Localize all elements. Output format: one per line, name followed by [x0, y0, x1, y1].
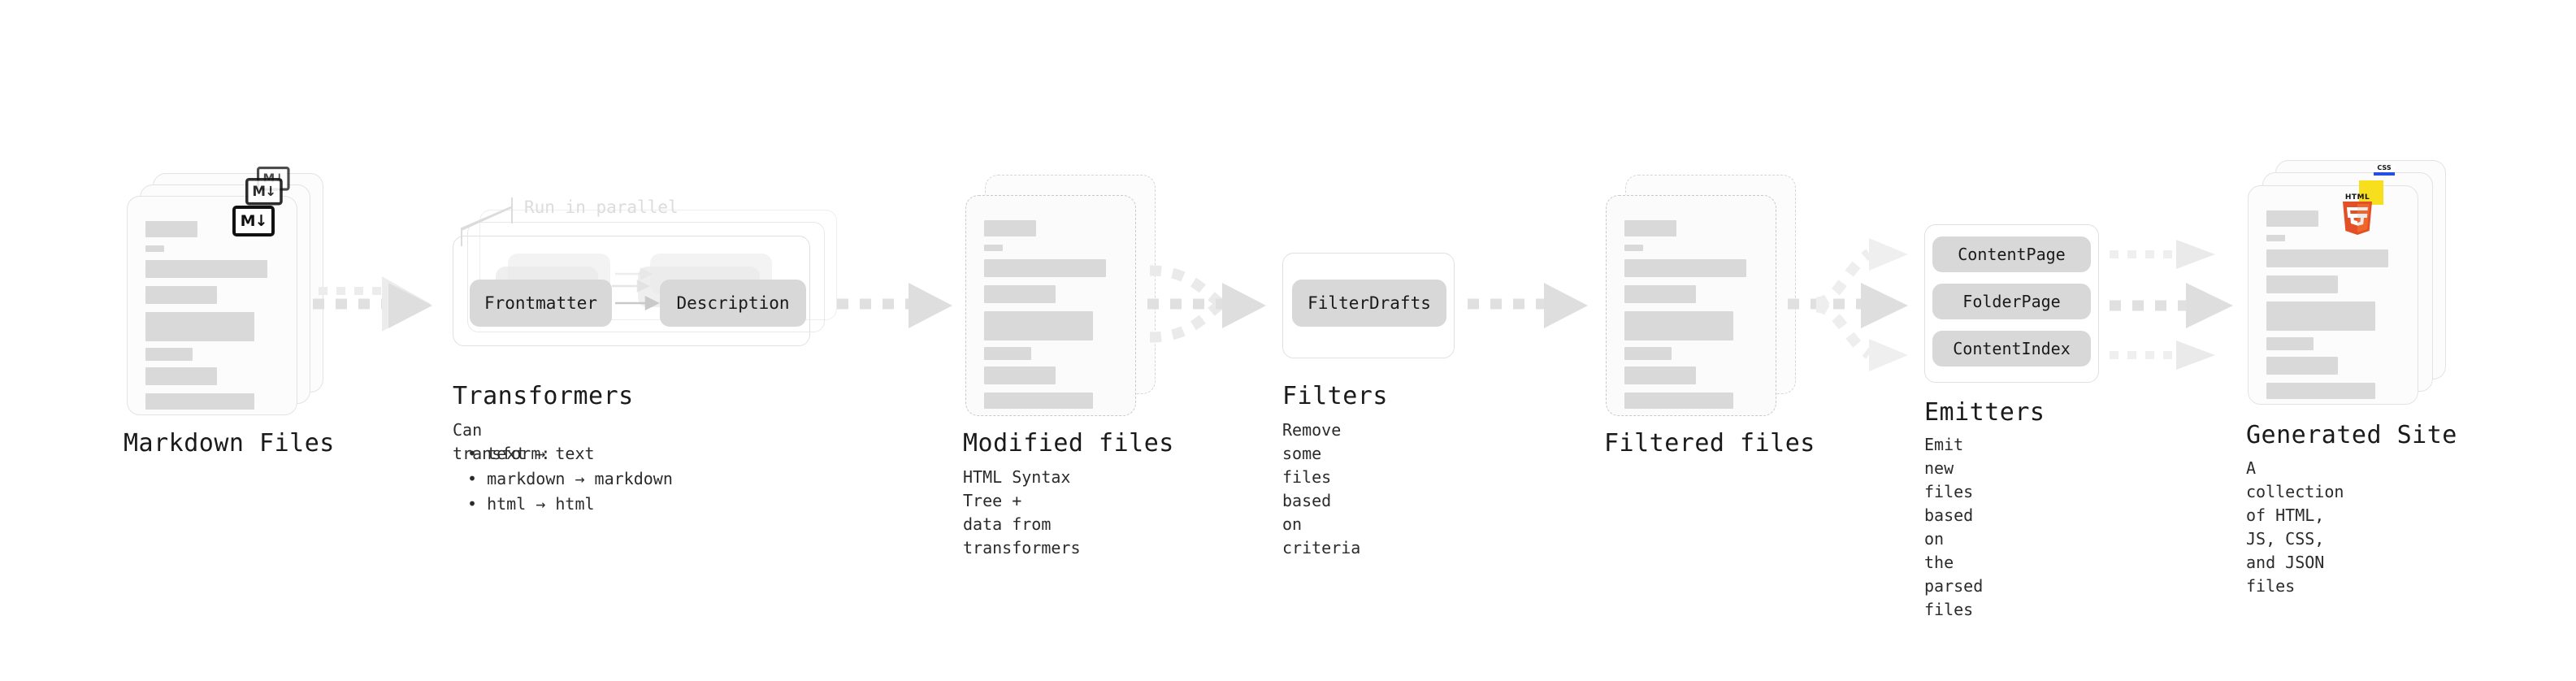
transformer-box-back — [479, 210, 837, 320]
generated-card-front — [2248, 185, 2418, 405]
css3-icon: CSS — [2374, 165, 2395, 176]
conn-filtered-to-emitters — [1788, 238, 1908, 371]
transformers-bullet-list: • text → text • markdown → markdown • ht… — [453, 441, 673, 517]
stage-generated-site: CSS HTML — [0, 0, 2457, 596]
skeleton-line — [2266, 275, 2338, 293]
skeleton-line — [2266, 235, 2285, 241]
markdown-icon: M↓ — [245, 178, 283, 206]
skeleton-line — [984, 311, 1093, 340]
transformers-bullet-item: • html → html — [467, 494, 595, 514]
javascript-icon — [2359, 180, 2383, 205]
skeleton-line — [2266, 210, 2318, 227]
skeleton-line — [145, 245, 164, 252]
stage-desc-transformers: Can transform: — [453, 420, 551, 463]
stage-desc-emitters: Emit new files based on the parsed files — [1924, 435, 1984, 619]
transformer-box-middle — [467, 222, 825, 332]
conn-filters-to-filtered — [1468, 283, 1588, 328]
stage-label-generated-site: Generated Site — [2246, 421, 2457, 449]
markdown-icon: M↓ — [232, 206, 275, 236]
skeleton-line — [1624, 285, 1696, 303]
stage-desc-modified-files: HTML Syntax Tree + data from transformer… — [963, 467, 1081, 557]
skeleton-line — [145, 221, 197, 237]
stage-desc-generated-site: A collection of HTML, JS, CSS, and JSON … — [2246, 458, 2344, 596]
skeleton-line — [145, 393, 254, 410]
html5-icon: HTML — [2340, 193, 2375, 236]
skeleton-line — [984, 347, 1031, 360]
skeleton-line — [145, 348, 193, 361]
modified-card-front — [965, 195, 1136, 416]
transformers-bullet-item: • markdown → markdown — [467, 469, 673, 488]
transformer-box-front — [453, 236, 810, 346]
stage-label-filtered-files: Filtered files — [1604, 429, 1815, 458]
emitters-pill-contentindex[interactable]: ContentIndex — [1932, 331, 2091, 367]
skeleton-line — [984, 220, 1036, 236]
markdown-card-front — [127, 196, 297, 415]
stage-label-transformers: Transformers — [453, 382, 634, 410]
skeleton-line — [1624, 347, 1672, 360]
skeleton-line — [2266, 383, 2375, 399]
skeleton-line — [2266, 357, 2338, 375]
stage-label-emitters: Emitters — [1924, 398, 2045, 427]
skeleton-line — [984, 367, 1056, 384]
stage-desc-filters: Remove some files based on criteria — [1282, 420, 1361, 557]
html5-icon-label: HTML — [2344, 193, 2370, 202]
skeleton-line — [1624, 367, 1696, 384]
conn-emitters-to-site — [2110, 240, 2233, 370]
stage-label-modified-files: Modified files — [963, 429, 1174, 458]
filters-box — [1282, 253, 1455, 358]
filtered-card-front — [1606, 195, 1776, 416]
transformers-bullet-item: • text → text — [467, 444, 595, 463]
generated-card-stack: CSS HTML — [0, 0, 2446, 405]
skeleton-line — [984, 285, 1056, 303]
css3-icon-bar — [2374, 172, 2395, 176]
emitters-pill-folderpage[interactable]: FolderPage — [1932, 284, 2091, 319]
html5-icon-shield — [2340, 202, 2375, 236]
skeleton-line — [984, 245, 1003, 251]
skeleton-line — [1624, 393, 1733, 409]
skeleton-line — [1624, 220, 1676, 236]
css3-icon-label: CSS — [2377, 164, 2392, 171]
skeleton-line — [1624, 259, 1746, 277]
transformer-pill-frontmatter[interactable]: Frontmatter — [470, 280, 612, 327]
conn-md-to-transformers — [313, 276, 432, 332]
transformer-pill-description[interactable]: Description — [660, 280, 806, 327]
skeleton-line — [2266, 337, 2314, 350]
markdown-icon-glyph: M↓ — [240, 211, 268, 230]
skeleton-line — [145, 312, 254, 341]
emitters-box — [1924, 224, 2099, 383]
stage-label-markdown-files: Markdown Files — [124, 429, 335, 458]
skeleton-line — [984, 259, 1106, 277]
filters-pill-filterdrafts[interactable]: FilterDrafts — [1292, 280, 1446, 327]
stage-label-filters: Filters — [1282, 382, 1388, 410]
conn-transformers-to-modified — [837, 283, 952, 328]
skeleton-line — [2266, 301, 2375, 331]
skeleton-line — [145, 367, 217, 385]
skeleton-line — [984, 393, 1093, 409]
emitters-pill-contentpage[interactable]: ContentPage — [1932, 236, 2091, 272]
skeleton-line — [145, 260, 267, 278]
skeleton-line — [1624, 311, 1733, 340]
skeleton-line — [1624, 245, 1643, 251]
skeleton-line — [2266, 249, 2388, 267]
conn-modified-to-filters — [1147, 265, 1266, 343]
skeleton-line — [145, 286, 217, 304]
transformers-parallel-annotation: Run in parallel — [524, 197, 679, 217]
markdown-icon-glyph: M↓ — [252, 183, 276, 199]
